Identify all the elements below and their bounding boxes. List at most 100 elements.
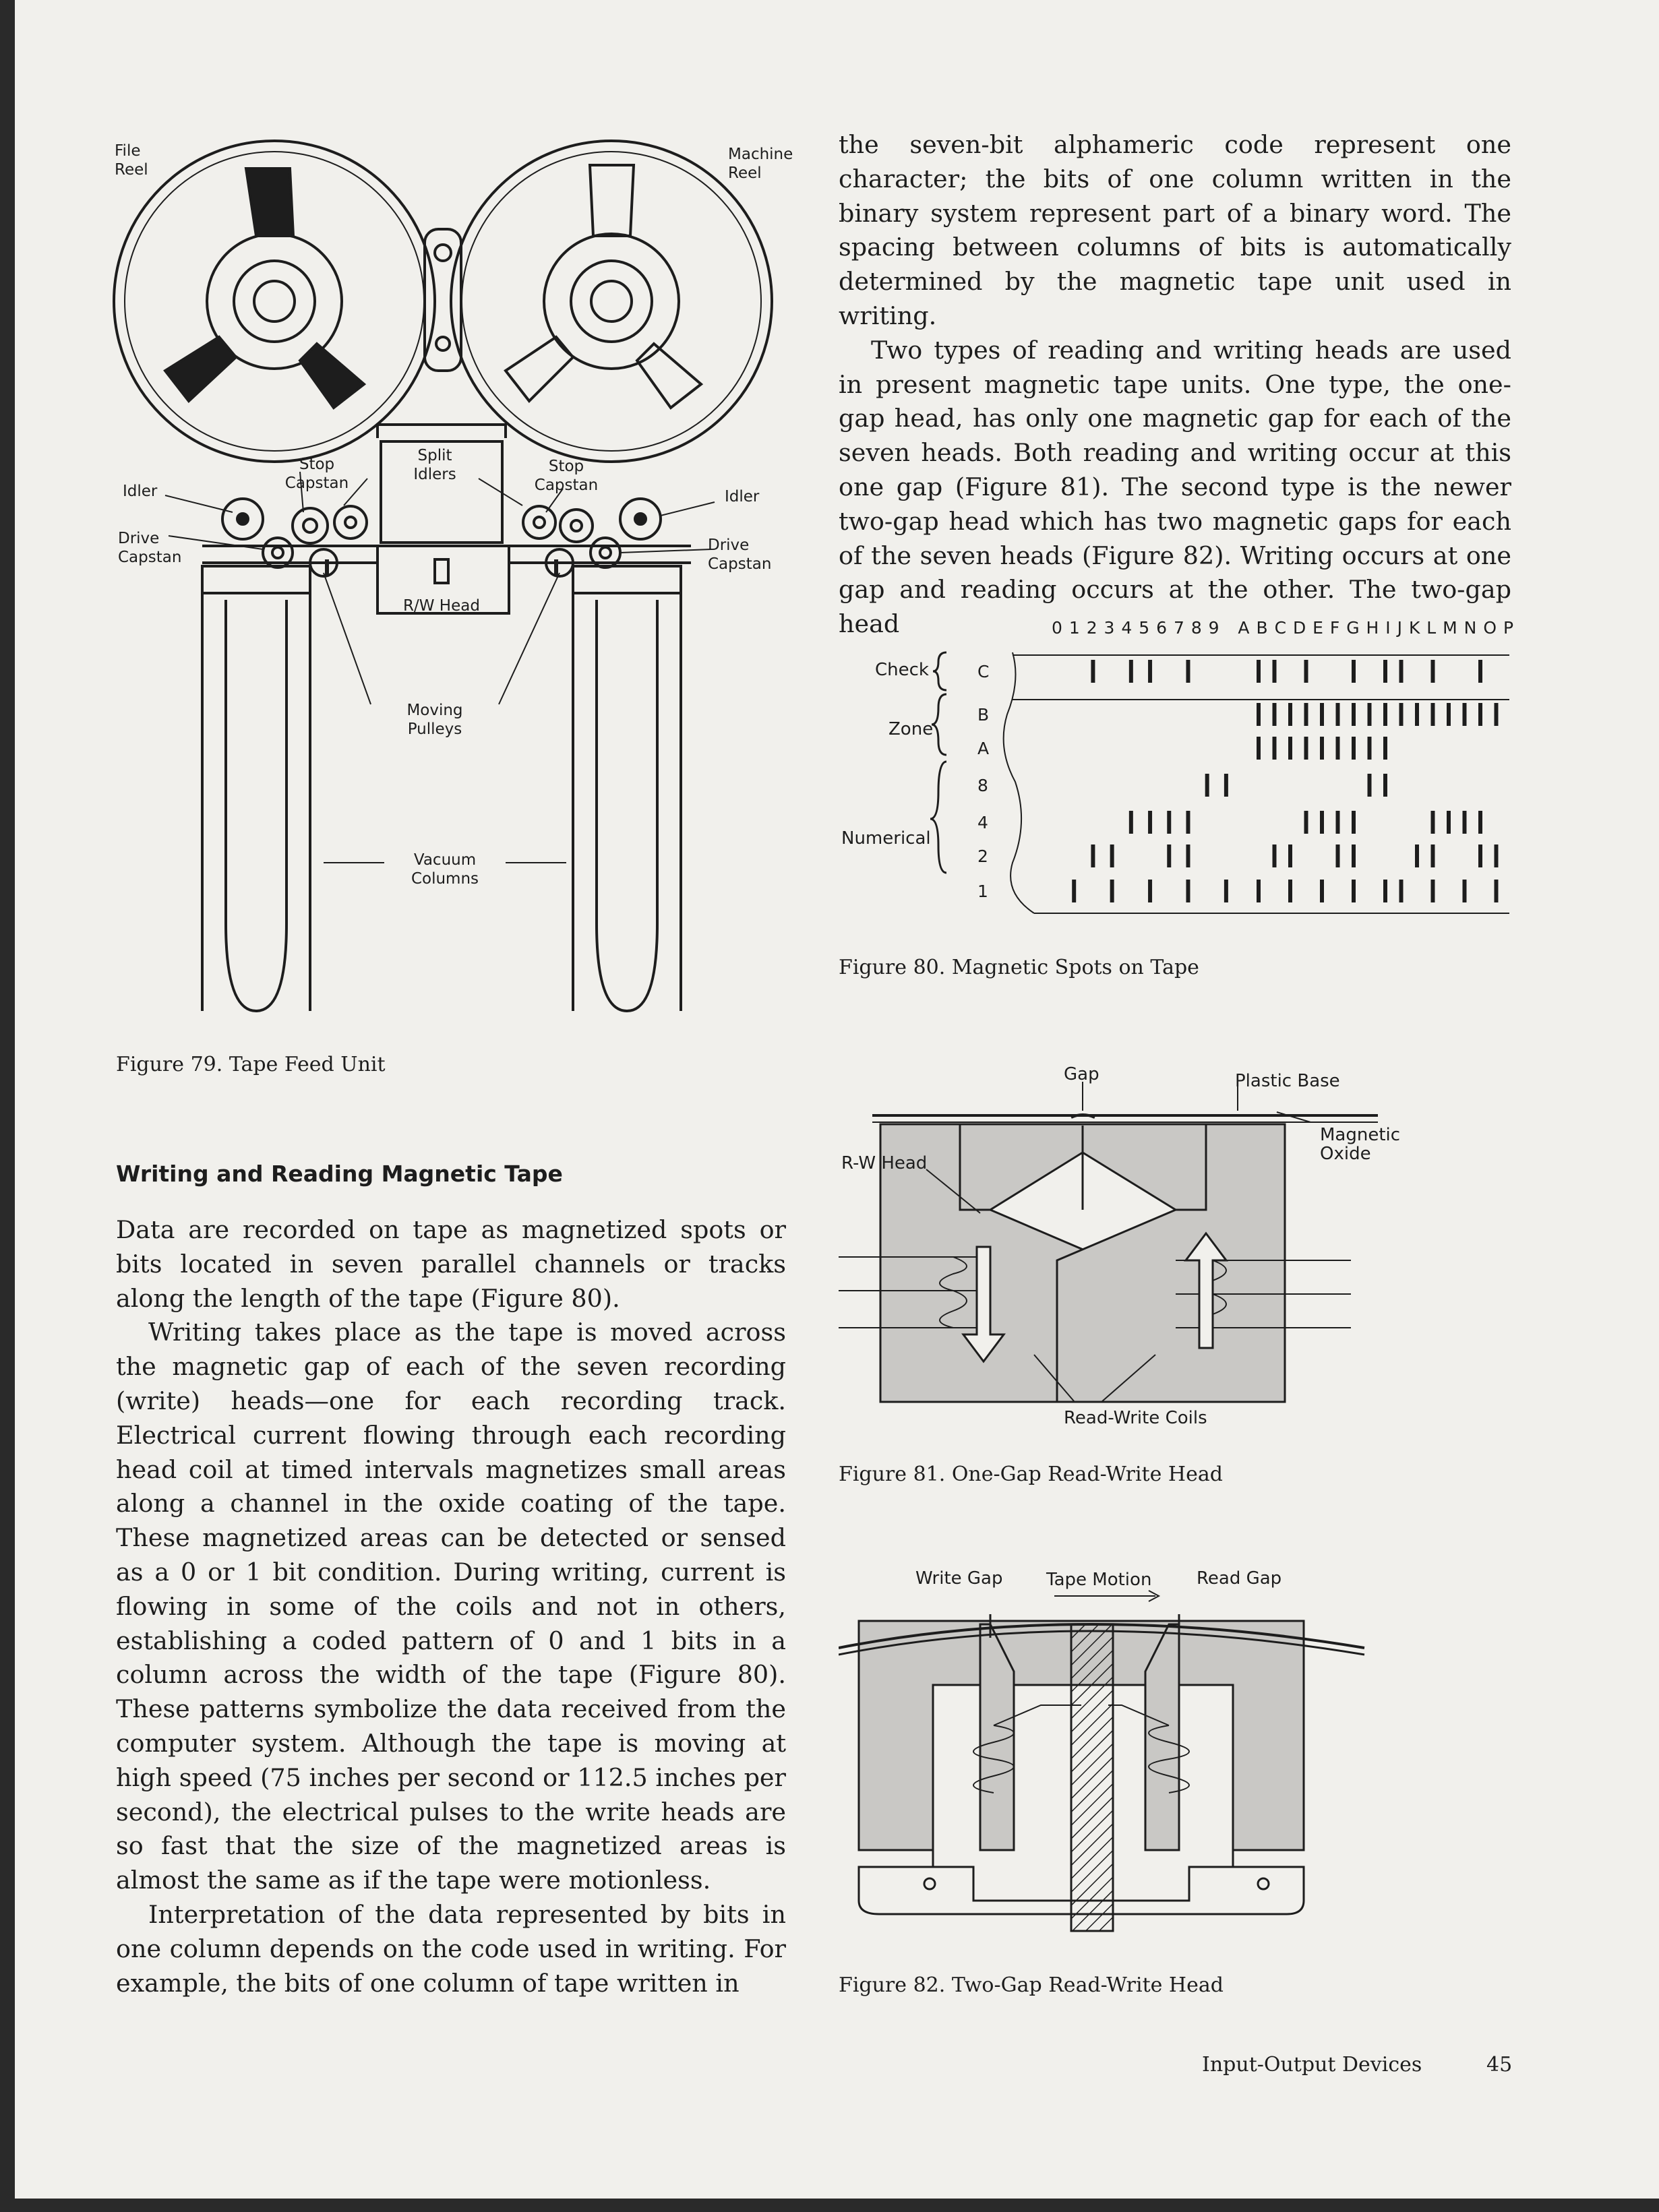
label-drive-capstan-left: Drive Capstan <box>118 530 182 566</box>
bit-A-I <box>1383 737 1387 760</box>
scan-edge-bottom <box>0 2199 1659 2212</box>
bit-2-3 <box>1110 844 1114 867</box>
bit-1-I <box>1383 880 1387 902</box>
bit-C-5 <box>1148 660 1153 683</box>
track-label-4: 4 <box>977 813 988 832</box>
bit-B-M <box>1447 703 1451 726</box>
label-write-gap: Write Gap <box>915 1568 1003 1589</box>
label-split-idlers: Split Idlers <box>413 447 456 483</box>
bit-2-C <box>1288 844 1292 867</box>
bit-2-L <box>1430 844 1435 867</box>
figure-82-two-gap-head <box>839 1590 1365 1932</box>
section-heading: Writing and Reading Magnetic Tape <box>116 1161 563 1187</box>
track-label-1: 1 <box>977 882 988 901</box>
bit-4-F <box>1335 811 1340 834</box>
bit-B-A <box>1257 703 1261 726</box>
bit-4-G <box>1352 811 1356 834</box>
bit-B-I <box>1383 703 1387 726</box>
bit-2-7 <box>1186 844 1190 867</box>
bit-2-B <box>1272 844 1277 867</box>
bit-1-G <box>1352 880 1356 902</box>
bit-1-N <box>1462 880 1467 902</box>
label-zone: Zone <box>888 719 934 739</box>
label-drive-capstan-right: Drive Capstan <box>708 536 772 573</box>
bit-2-K <box>1415 844 1419 867</box>
right-column-text: the seven-bit alphameric code represent … <box>839 128 1511 642</box>
label-read-write-coils: Read-Write Coils <box>1064 1408 1207 1428</box>
bit-B-B <box>1272 703 1277 726</box>
bit-1-E <box>1320 880 1324 902</box>
bit-B-K <box>1415 703 1419 726</box>
bit-C-J <box>1399 660 1404 683</box>
label-rw-head-one-gap: R-W Head <box>841 1153 928 1173</box>
figure-79-tape-feed-unit <box>113 140 773 1013</box>
scan-edge-left <box>0 0 15 2212</box>
bit-8-H <box>1367 774 1372 797</box>
bit-C-7 <box>1186 660 1190 683</box>
bit-4-6 <box>1167 811 1172 834</box>
bit-8-9 <box>1224 774 1228 797</box>
bit-2-F <box>1335 844 1340 867</box>
label-read-gap: Read Gap <box>1197 1568 1282 1589</box>
label-rw-head: R/W Head <box>403 597 480 615</box>
bit-C-A <box>1257 660 1261 683</box>
bit-1-7 <box>1186 880 1190 902</box>
bit-4-D <box>1304 811 1308 834</box>
paragraph: the seven-bit alphameric code represent … <box>839 130 1511 330</box>
bit-B-N <box>1462 703 1467 726</box>
bit-A-C <box>1288 737 1292 760</box>
label-idler-right: Idler <box>725 488 760 505</box>
bit-4-N <box>1462 811 1467 834</box>
bit-2-G <box>1352 844 1356 867</box>
bit-B-P <box>1494 703 1499 726</box>
bit-1-L <box>1430 880 1435 902</box>
bit-C-B <box>1272 660 1277 683</box>
figure-80-header: 0 1 2 3 4 5 6 7 8 9 A B C D E F G H I J … <box>1052 618 1515 638</box>
label-tape-motion: Tape Motion <box>1046 1570 1152 1590</box>
bit-1-3 <box>1110 880 1114 902</box>
bit-B-G <box>1352 703 1356 726</box>
bit-2-2 <box>1091 844 1095 867</box>
track-label-A: A <box>977 739 989 758</box>
bit-C-2 <box>1091 660 1095 683</box>
bit-C-L <box>1430 660 1435 683</box>
bit-C-I <box>1383 660 1387 683</box>
caption-figure-81: Figure 81. One-Gap Read-Write Head <box>839 1463 1223 1486</box>
bit-4-7 <box>1186 811 1190 834</box>
bit-C-G <box>1352 660 1356 683</box>
bit-B-J <box>1399 703 1404 726</box>
caption-figure-79: Figure 79. Tape Feed Unit <box>116 1053 386 1076</box>
bit-1-5 <box>1148 880 1153 902</box>
bit-C-4 <box>1128 660 1133 683</box>
label-stop-capstan-right: Stop Capstan <box>534 458 599 494</box>
caption-figure-82: Figure 82. Two-Gap Read-Write Head <box>839 1973 1224 1997</box>
bit-B-F <box>1335 703 1340 726</box>
label-file-reel: File Reel <box>115 142 148 179</box>
bit-4-4 <box>1128 811 1133 834</box>
bit-B-D <box>1304 703 1308 726</box>
left-column-text: Data are recorded on tape as magnetized … <box>116 1213 786 2000</box>
track-label-C: C <box>977 662 989 681</box>
track-label-2: 2 <box>977 847 988 866</box>
bit-B-E <box>1320 703 1324 726</box>
bit-4-L <box>1430 811 1435 834</box>
bit-B-O <box>1478 703 1482 726</box>
label-magnetic-oxide: Magnetic Oxide <box>1320 1125 1401 1164</box>
bit-B-C <box>1288 703 1292 726</box>
bit-2-O <box>1478 844 1482 867</box>
bit-2-6 <box>1167 844 1172 867</box>
bit-8-I <box>1383 774 1387 797</box>
bit-4-E <box>1320 811 1324 834</box>
label-stop-capstan-left: Stop Capstan <box>284 456 349 492</box>
bit-1-C <box>1288 880 1292 902</box>
bit-4-M <box>1447 811 1451 834</box>
caption-figure-80: Figure 80. Magnetic Spots on Tape <box>839 956 1199 979</box>
label-check: Check <box>875 660 929 680</box>
label-idler-left: Idler <box>123 483 158 500</box>
label-vacuum-columns: Vacuum Columns <box>411 851 479 888</box>
bit-B-H <box>1367 703 1372 726</box>
bit-C-D <box>1304 660 1308 683</box>
label-plastic-base: Plastic Base <box>1235 1071 1340 1091</box>
